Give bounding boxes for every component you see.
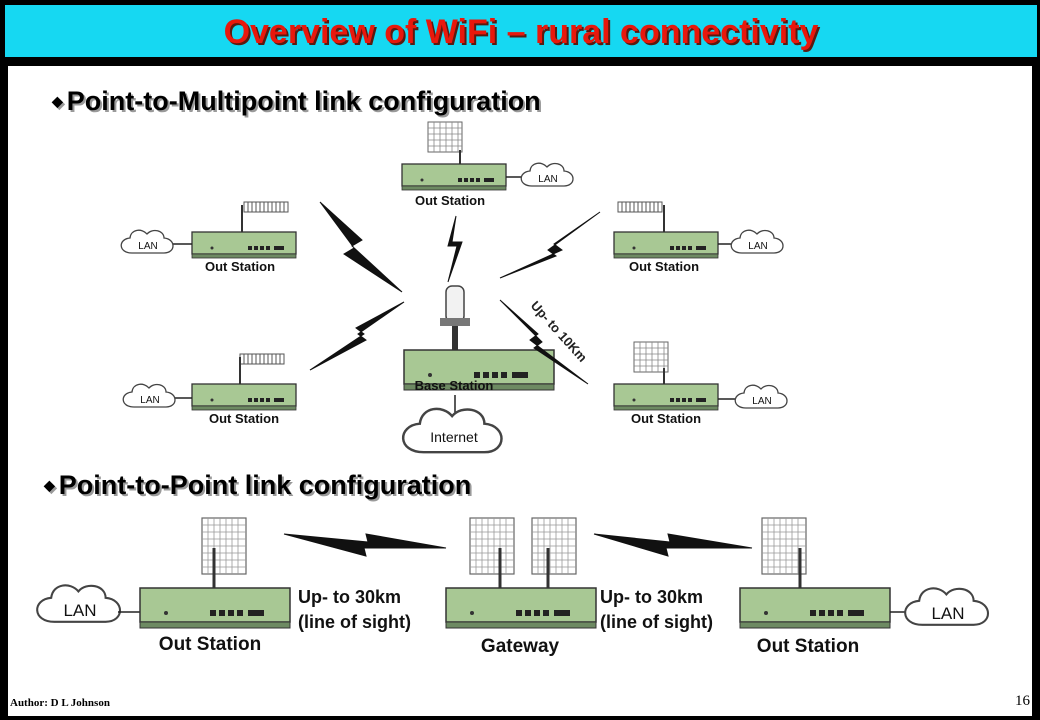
right-lower-out-station-device-icon: [613, 383, 719, 411]
lightning-bolt-icon: [499, 211, 601, 279]
lightning-bolt-icon: [319, 201, 403, 293]
bullet-ptp-text: Point-to-Point link configuration: [58, 470, 472, 500]
ptp-lightning-bolt-left-icon: [283, 533, 447, 557]
diamond-bullet-icon: ◆: [52, 93, 63, 109]
top-lan-label: LAN: [538, 174, 557, 185]
ptp-left-range-label: Up- to 30km: [298, 587, 401, 607]
left-upper-out-station-label: Out Station: [205, 259, 275, 274]
ptp-left-out-station-device-icon: [139, 587, 291, 629]
left-lower-lan-label: LAN: [140, 395, 159, 406]
page-number: 16: [1015, 693, 1030, 709]
ptp-right-range-sublabel: (line of sight): [600, 612, 713, 632]
base-station-label: Base Station: [415, 378, 494, 393]
bullet-point-to-multipoint: ◆Point-to-Multipoint link configuration: [52, 86, 541, 117]
right-upper-out-station-device-icon: [613, 231, 719, 259]
slide-title: Overview of WiFi – rural connectivity: [223, 13, 819, 51]
ptp-gateway-grid-antenna-left-icon: [469, 517, 515, 575]
right-lower-grid-antenna-icon: [633, 341, 669, 373]
right-lower-lan-label: LAN: [752, 396, 771, 407]
ptp-right-lan-label: LAN: [931, 604, 964, 623]
title-bar: Overview of WiFi – rural connectivity: [4, 4, 1038, 58]
diamond-bullet-icon: ◆: [44, 477, 55, 493]
base-antenna-icon: [440, 285, 470, 350]
left-lower-yagi-antenna-icon: [239, 353, 285, 365]
ptp-left-lan-label: LAN: [63, 601, 96, 620]
right-upper-out-station-label: Out Station: [629, 259, 699, 274]
ptp-right-out-station-device-icon: [739, 587, 891, 629]
lightning-bolt-icon: [309, 301, 405, 371]
lightning-bolt-icon: [499, 299, 589, 385]
ptp-right-range-label: Up- to 30km: [600, 587, 703, 607]
left-upper-out-station-device-icon: [191, 231, 297, 259]
ptp-gateway-label: Gateway: [481, 636, 560, 657]
lightning-bolt-icon: [447, 215, 463, 283]
ptp-gateway-device-icon: [445, 587, 597, 629]
top-grid-antenna-icon: [427, 121, 463, 153]
ptp-left-grid-antenna-icon: [201, 517, 247, 575]
right-lower-out-station-label: Out Station: [631, 411, 701, 426]
top-out-station-device-icon: [401, 163, 507, 191]
right-upper-lan-label: LAN: [748, 241, 767, 252]
right-upper-yagi-antenna-icon: [617, 201, 663, 213]
ptp-lightning-bolt-right-icon: [593, 533, 753, 557]
bullet-point-to-point: ◆Point-to-Point link configuration: [44, 470, 471, 501]
ptp-right-out-station-label: Out Station: [757, 636, 859, 657]
footer-author: Author: D L Johnson: [10, 697, 110, 709]
left-lower-out-station-label: Out Station: [209, 411, 279, 426]
top-out-station-label: Out Station: [415, 193, 485, 208]
ptp-gateway-grid-antenna-right-icon: [531, 517, 577, 575]
ptp-left-range-sublabel: (line of sight): [298, 612, 411, 632]
ptp-left-out-station-label: Out Station: [159, 634, 261, 655]
left-lower-out-station-device-icon: [191, 383, 297, 411]
left-upper-lan-label: LAN: [138, 241, 157, 252]
left-upper-yagi-antenna-icon: [243, 201, 289, 213]
bullet-pmp-text: Point-to-Multipoint link configuration: [66, 86, 541, 116]
internet-label: Internet: [430, 429, 478, 445]
